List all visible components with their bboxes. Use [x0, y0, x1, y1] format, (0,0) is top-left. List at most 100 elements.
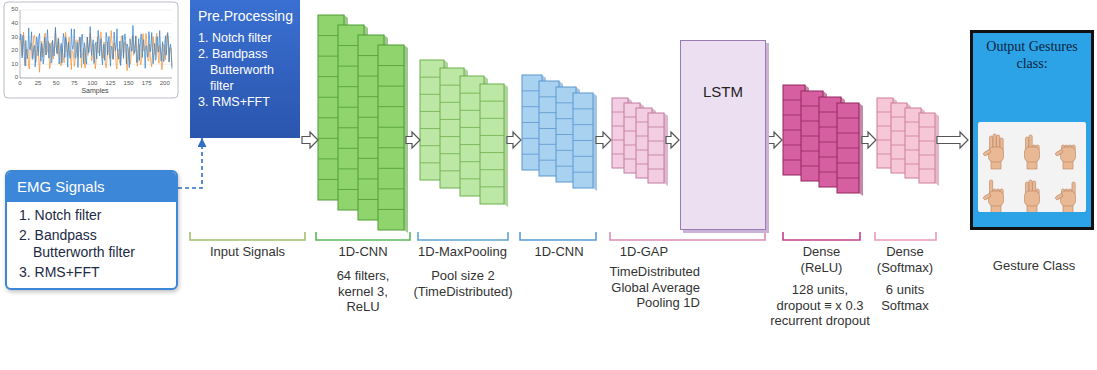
layer-grid: [480, 101, 504, 102]
stage-label: Input Signals: [190, 244, 305, 260]
hand-thumb: [983, 193, 992, 200]
axis-line: [20, 10, 21, 78]
layer-grid: [648, 141, 664, 142]
signal-trace: [20, 25, 172, 68]
layer-sheet: [573, 93, 593, 188]
chart-frame: [4, 2, 178, 98]
layer-grid: [378, 168, 404, 169]
layer-grid: [573, 156, 593, 157]
hand-thumb: [983, 149, 992, 156]
axis-tick: 150: [119, 80, 139, 87]
step-text: 3. RMS+FFT: [198, 95, 293, 111]
layer-grid: [648, 127, 664, 128]
axis-tick: 100: [82, 80, 102, 87]
group-bracket: [610, 232, 765, 240]
group-bracket: [875, 232, 936, 240]
group-bracket: [316, 232, 410, 240]
layer-side: [859, 103, 863, 196]
layer-grid: [480, 135, 504, 136]
layer-grid: [573, 172, 593, 173]
layer-grid: [378, 209, 404, 210]
layer-grid: [919, 141, 935, 142]
step-text: 2. Bandpass Butterworth filter: [198, 47, 293, 94]
layer-detail: 64 filters, kernel 3, ReLU: [324, 268, 402, 315]
axis-tick: 40: [4, 20, 18, 27]
layer-detail: 128 units, dropout ≡ x 0.3 recurrent dro…: [769, 282, 871, 329]
axis-tick: 20: [4, 47, 18, 54]
flow-arrow: [302, 132, 318, 148]
layer-grid: [919, 127, 935, 128]
flow-arrow: [596, 132, 611, 148]
group-bracket: [418, 232, 508, 240]
hand-thumb: [1055, 193, 1064, 200]
layer-label: 1D-GAP: [608, 244, 680, 260]
layer-label: Dense (Softmax): [872, 244, 938, 275]
layer-grid: [837, 163, 859, 164]
output-label: Gesture Class: [982, 258, 1086, 274]
axis-tick: 125: [100, 80, 120, 87]
layer-grid: [378, 127, 404, 128]
group-bracket: [520, 232, 596, 240]
hand-gesture: [1055, 182, 1076, 212]
axis-tick: 200: [155, 80, 175, 87]
output-title: Output Gestures class:: [980, 39, 1084, 73]
step-text: 3. RMS+FFT: [7, 263, 176, 283]
layer-grid: [480, 169, 504, 170]
hand-palm: [1025, 147, 1040, 162]
axis-tick: 75: [64, 80, 84, 87]
layer-side: [504, 84, 508, 207]
signal-source-box: EMG Signals 1. Notch filter2. Bandpass Bu…: [5, 170, 178, 290]
axis-line: [20, 78, 172, 79]
axis-tick: 30: [4, 34, 18, 41]
layer-title: LSTM: [681, 83, 765, 101]
step-heading: Pre.Processing: [198, 8, 293, 25]
axis-tick: 175: [137, 80, 157, 87]
layer-grid: [480, 118, 504, 119]
group-bracket: [190, 232, 305, 240]
step-text: 1. Notch filter: [7, 206, 176, 226]
axis-tick: 0: [4, 74, 18, 81]
layer-grid: [480, 186, 504, 187]
axis-tick: 25: [28, 80, 48, 87]
gesture-images: [978, 122, 1086, 212]
layer-detail: 6 units Softmax: [875, 282, 935, 313]
layer-side: [935, 113, 939, 186]
layer-grid: [648, 155, 664, 156]
layer-grid: [378, 106, 404, 107]
flow-connector: [178, 138, 202, 188]
layer-sheet: [648, 113, 664, 183]
layer-detail: Pool size 2 (TimeDistributed): [404, 268, 522, 299]
axis-tick: 50: [4, 6, 18, 13]
layer-stack: [783, 85, 863, 196]
flow-arrow: [666, 132, 679, 148]
axis-tick: 0: [10, 80, 30, 87]
hand-gesture: [983, 180, 1004, 212]
signal-chart: [4, 2, 178, 98]
layer-label: Dense (ReLU): [784, 244, 859, 275]
layer-grid: [919, 155, 935, 156]
layer-sheet: [837, 103, 859, 193]
layer-label: 1D-CNN: [519, 244, 599, 260]
flow-arrow: [768, 132, 782, 148]
flow-arrow: [406, 132, 420, 148]
gesture-image-panel: [978, 122, 1086, 212]
layer-grid: [480, 152, 504, 153]
grid-line: [20, 78, 172, 79]
layer-sheet: [480, 84, 504, 204]
step-text: 1. Notch filter: [198, 31, 293, 47]
step-text: 2. Bandpass Butterworth filter: [7, 226, 176, 263]
source-heading: EMG Signals: [7, 172, 176, 202]
layer-sheet: [378, 45, 404, 230]
hand-palm: [989, 147, 1004, 162]
layer-sheet: [919, 113, 935, 183]
hand-gesture: [1025, 135, 1040, 169]
hand-gesture: [1025, 180, 1040, 212]
layer-grid: [837, 118, 859, 119]
hand-gesture: [983, 134, 1004, 169]
layer-stack: [522, 75, 597, 191]
layer-stack: [877, 98, 939, 186]
flow-arrow: [862, 132, 876, 148]
layer-grid: [573, 124, 593, 125]
preprocessing-box: Pre.Processing 1. Notch filter2. Bandpass…: [190, 0, 300, 138]
